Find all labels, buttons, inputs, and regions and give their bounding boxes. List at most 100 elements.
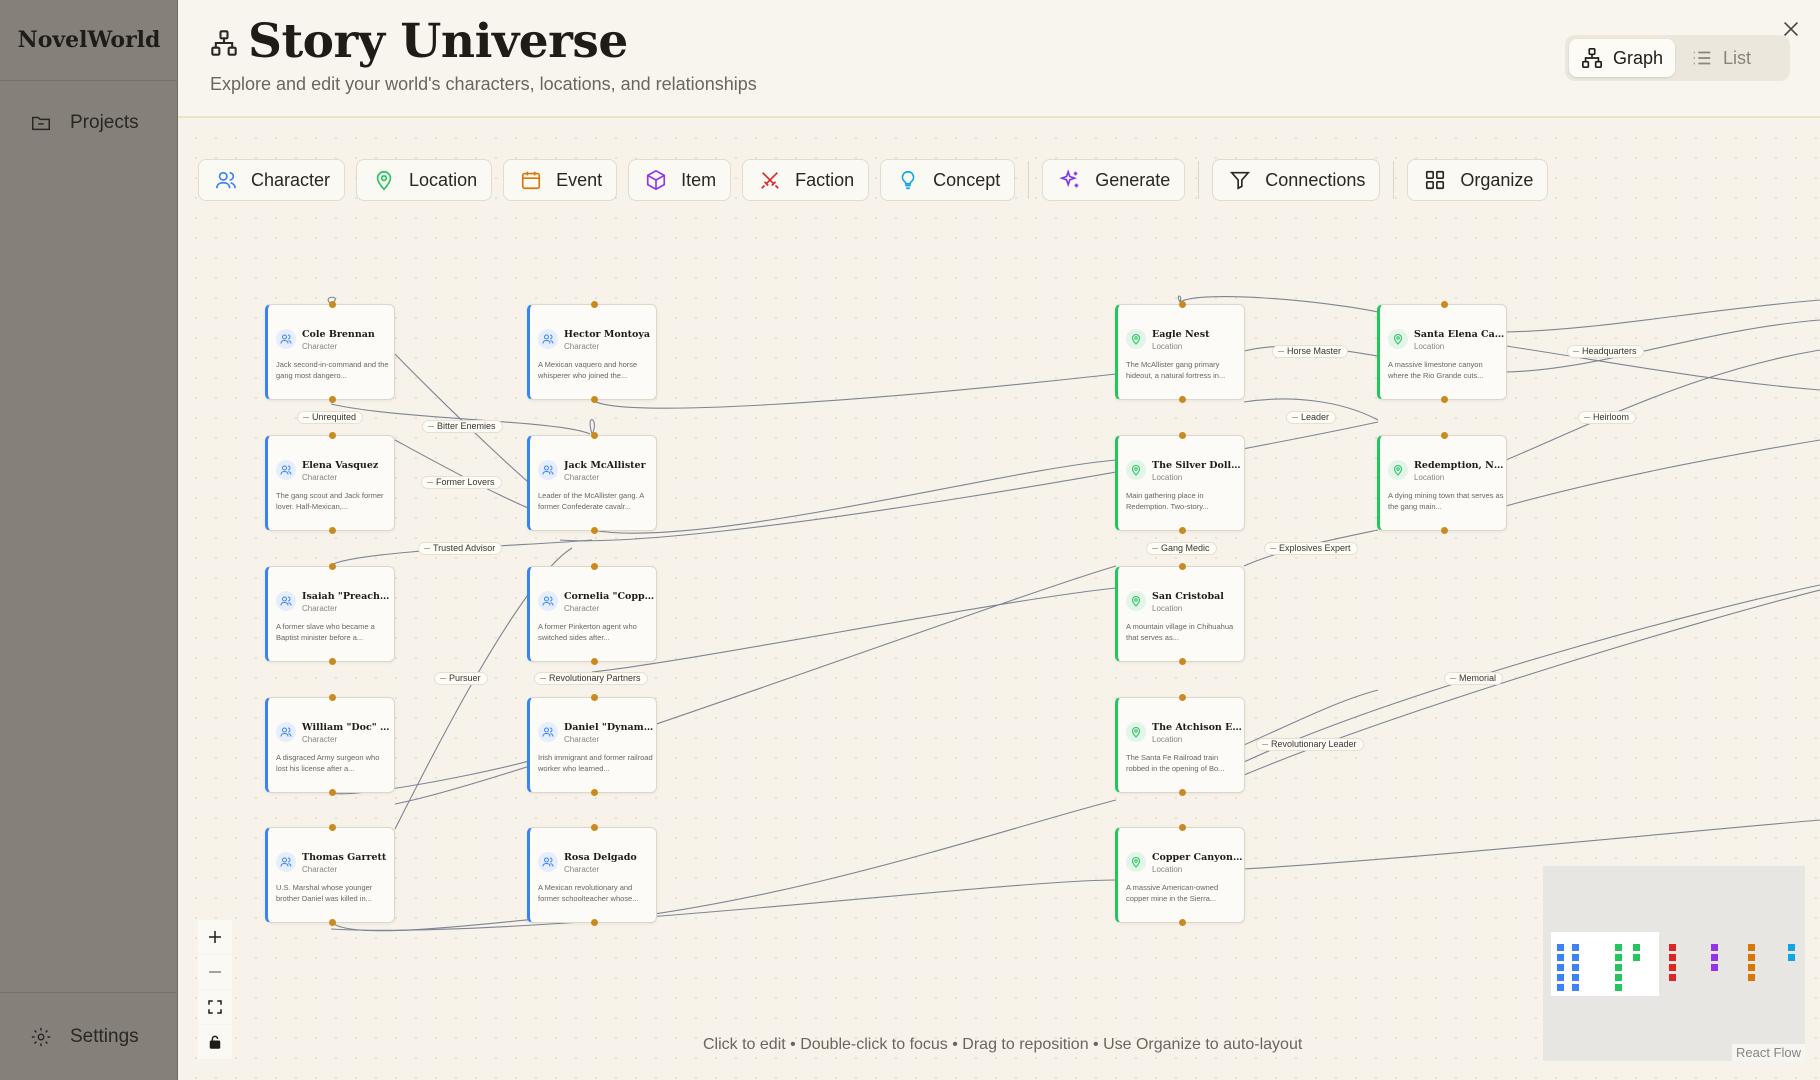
node-handle-top[interactable] — [1441, 301, 1448, 308]
node-handle-top[interactable] — [329, 563, 336, 570]
edge-label[interactable]: Leader — [1286, 411, 1337, 424]
zoom-out-button[interactable] — [198, 955, 232, 989]
node-name: Daniel "Dynamite ... — [564, 722, 656, 733]
node-character[interactable]: Cornelia "Copper" ... Character A former… — [527, 563, 657, 665]
graph-view-button[interactable]: Graph — [1569, 39, 1676, 77]
organize-button[interactable]: Organize — [1407, 159, 1549, 201]
network-icon — [1582, 48, 1602, 68]
add-faction-button[interactable]: Faction — [742, 159, 870, 201]
node-handle-top[interactable] — [591, 563, 598, 570]
node-location[interactable]: San Cristobal Location A mountain villag… — [1115, 563, 1245, 665]
users-icon — [216, 171, 236, 189]
add-event-button[interactable]: Event — [503, 159, 618, 201]
node-name: Cornelia "Copper" ... — [564, 591, 656, 602]
node-handle-bottom[interactable] — [329, 658, 336, 665]
map-pin-icon — [376, 170, 392, 191]
node-handle-bottom[interactable] — [1179, 919, 1186, 926]
node-handle-bottom[interactable] — [1179, 396, 1186, 403]
node-location[interactable]: Santa Elena Canyon Location A massive li… — [1377, 301, 1507, 403]
edge-label[interactable]: Memorial — [1444, 672, 1504, 685]
close-icon[interactable] — [1780, 18, 1802, 40]
node-handle-top[interactable] — [1179, 824, 1186, 831]
node-handle-bottom[interactable] — [1179, 789, 1186, 796]
node-handle-top[interactable] — [1179, 301, 1186, 308]
edge-label[interactable]: Horse Master — [1272, 345, 1349, 358]
node-location[interactable]: Copper Canyon M... Location A massive Am… — [1115, 824, 1245, 926]
node-handle-top[interactable] — [1179, 432, 1186, 439]
node-location[interactable]: Eagle Nest Location The McAllister gang … — [1115, 301, 1245, 403]
node-character[interactable]: Jack McAllister Character Leader of the … — [527, 432, 657, 534]
edge-label[interactable]: Trusted Advisor — [418, 542, 503, 555]
node-character[interactable]: Rosa Delgado Character A Mexican revolut… — [527, 824, 657, 926]
node-handle-top[interactable] — [329, 432, 336, 439]
node-handle-bottom[interactable] — [1179, 658, 1186, 665]
node-location[interactable]: The Atchison Expr... Location The Santa … — [1115, 694, 1245, 796]
zoom-in-button[interactable] — [198, 920, 232, 954]
edge-label[interactable]: Headquarters — [1567, 345, 1644, 358]
add-location-button[interactable]: Location — [356, 159, 493, 201]
node-character[interactable]: Daniel "Dynamite ... Character Irish imm… — [527, 694, 657, 796]
node-name: Redemption, New ... — [1414, 460, 1506, 471]
node-character[interactable]: Isaiah "Preacher" J... Character A forme… — [265, 563, 395, 665]
node-handle-top[interactable] — [1441, 432, 1448, 439]
minimap-viewport[interactable] — [1551, 932, 1659, 996]
edge-label[interactable]: Revolutionary Partners — [534, 672, 648, 685]
node-handle-bottom[interactable] — [591, 527, 598, 534]
node-handle-bottom[interactable] — [591, 658, 598, 665]
node-handle-top[interactable] — [591, 301, 598, 308]
generate-button[interactable]: Generate — [1042, 159, 1186, 201]
node-handle-top[interactable] — [329, 824, 336, 831]
character-icon — [276, 722, 296, 742]
connections-button[interactable]: Connections — [1212, 159, 1381, 201]
node-character[interactable]: William "Doc" Whi... Character A disgrac… — [265, 694, 395, 796]
node-handle-top[interactable] — [1179, 563, 1186, 570]
edge-label[interactable]: Explosives Expert — [1264, 542, 1358, 555]
node-handle-bottom[interactable] — [591, 396, 598, 403]
node-handle-bottom[interactable] — [1441, 396, 1448, 403]
edge-label[interactable]: Pursuer — [434, 672, 488, 685]
node-handle-top[interactable] — [591, 824, 598, 831]
node-type: Location — [1152, 735, 1183, 744]
node-handle-bottom[interactable] — [329, 527, 336, 534]
node-location[interactable]: The Silver Dollar S... Location Main gat… — [1115, 432, 1245, 534]
edge-label[interactable]: Heirloom — [1578, 411, 1637, 424]
node-handle-bottom[interactable] — [1179, 527, 1186, 534]
edge-label[interactable]: Former Lovers — [421, 476, 502, 489]
add-character-button[interactable]: Character — [198, 159, 346, 201]
react-flow-attribution[interactable]: React Flow — [1731, 1044, 1805, 1061]
sidebar-item-settings[interactable]: Settings — [30, 1026, 139, 1048]
add-item-button[interactable]: Item — [628, 159, 732, 201]
network-icon — [211, 30, 237, 56]
minimap-node — [1615, 974, 1622, 981]
node-handle-top[interactable] — [591, 432, 598, 439]
minimap[interactable]: React Flow — [1543, 866, 1805, 1061]
app-brand[interactable]: NovelWorld — [0, 0, 178, 81]
edge-label[interactable]: Revolutionary Leader — [1256, 738, 1364, 751]
fit-view-button[interactable] — [198, 990, 232, 1024]
node-handle-bottom[interactable] — [1441, 527, 1448, 534]
node-handle-bottom[interactable] — [329, 919, 336, 926]
add-concept-button[interactable]: Concept — [880, 159, 1016, 201]
node-handle-top[interactable] — [329, 694, 336, 701]
edge-label[interactable]: Gang Medic — [1146, 542, 1217, 555]
edge-label[interactable]: Bitter Enemies — [422, 420, 503, 433]
node-handle-top[interactable] — [329, 301, 336, 308]
minimap-node — [1633, 954, 1640, 961]
node-character[interactable]: Elena Vasquez Character The gang scout a… — [265, 432, 395, 534]
node-character[interactable]: Thomas Garrett Character U.S. Marshal wh… — [265, 824, 395, 926]
edge-label[interactable]: Unrequited — [297, 411, 364, 424]
node-handle-top[interactable] — [591, 694, 598, 701]
node-character[interactable]: Cole Brennan Character Jack second-in-co… — [265, 301, 395, 403]
node-handle-bottom[interactable] — [329, 396, 336, 403]
lock-button[interactable] — [198, 1025, 232, 1059]
node-handle-bottom[interactable] — [591, 789, 598, 796]
node-location[interactable]: Redemption, New ... Location A dying min… — [1377, 432, 1507, 534]
node-handle-bottom[interactable] — [329, 789, 336, 796]
sidebar-item-projects[interactable]: Projects — [30, 112, 139, 134]
minimap-node — [1572, 954, 1579, 961]
list-view-button[interactable]: List — [1679, 39, 1763, 77]
node-handle-top[interactable] — [1179, 694, 1186, 701]
node-handle-bottom[interactable] — [591, 919, 598, 926]
node-character[interactable]: Hector Montoya Character A Mexican vaque… — [527, 301, 657, 403]
node-type: Location — [1414, 473, 1445, 482]
